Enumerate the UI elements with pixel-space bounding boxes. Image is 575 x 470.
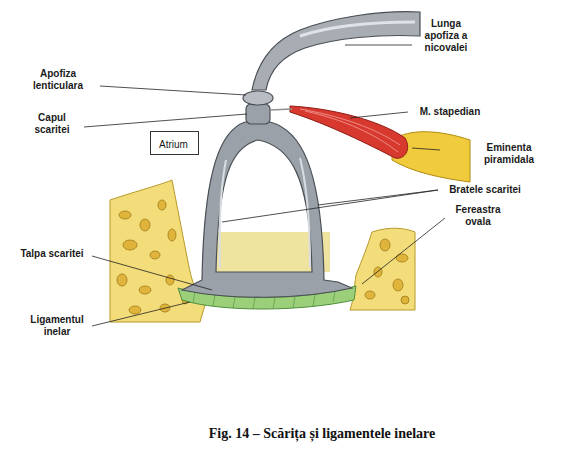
stapedius-muscle [290, 106, 408, 158]
region-box: Atrium [150, 131, 199, 155]
label-window: Fereastra ovala [447, 204, 509, 228]
region-name: Atrium [159, 139, 188, 150]
lenticular-process [243, 91, 273, 105]
label-eminence: Eminenta piramidala [476, 142, 542, 166]
label-lenticular: Apofiza lenticulara [18, 68, 98, 92]
stapes [182, 122, 352, 297]
label-head: Capul scaritei [22, 112, 82, 136]
label-incus: Lunga apofiza a nicovalei [414, 18, 478, 54]
label-footplate: Talpa scaritei [12, 248, 92, 260]
label-crura: Bratele scaritei [440, 184, 530, 196]
bone-right [350, 228, 415, 310]
label-ligament: Ligamentul inelar [24, 314, 90, 338]
incus-long-process [252, 12, 420, 90]
label-muscle: M. stapedian [410, 106, 490, 118]
leader-lines [84, 45, 445, 326]
figure-caption: Fig. 14 – Scărița și ligamentele inelare [209, 426, 435, 442]
